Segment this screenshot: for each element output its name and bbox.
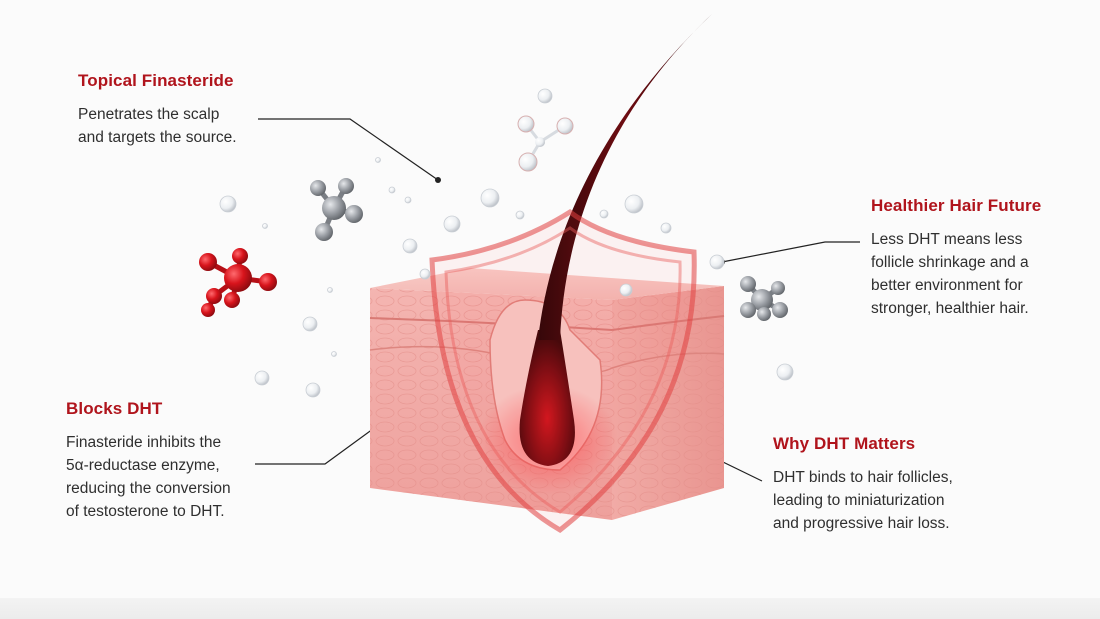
callout-title: Why DHT Matters — [773, 434, 916, 453]
hair-strand — [538, 14, 712, 340]
dht-molecule-gray-left — [310, 178, 363, 241]
callout-title: Topical Finasteride — [78, 71, 234, 90]
callout-title: Healthier Hair Future — [871, 196, 1042, 215]
droplets — [219, 88, 794, 398]
connector-topical — [258, 118, 439, 181]
callout-body: Less DHT means less follicle shrinkage a… — [871, 231, 1029, 317]
hair-follicle — [519, 330, 575, 466]
callout-healthier-hair-future: Healthier Hair Future Less DHT means les… — [871, 196, 1086, 320]
molecule-chain — [517, 115, 574, 172]
floor-shadow — [0, 598, 1100, 619]
connector-healthier — [721, 241, 860, 263]
dht-molecule-gray-right — [740, 276, 788, 321]
callout-why-dht-matters: Why DHT Matters DHT binds to hair follic… — [773, 434, 1013, 535]
callout-title: Blocks DHT — [66, 399, 163, 418]
callout-topical-finasteride: Topical Finasteride Penetrates the scalp… — [78, 71, 318, 149]
dht-molecule-red — [199, 248, 277, 317]
callout-body: Penetrates the scalp and targets the sou… — [78, 106, 237, 146]
callout-body: Finasteride inhibits the 5α-reductase en… — [66, 434, 231, 520]
callout-body: DHT binds to hair follicles, leading to … — [773, 469, 953, 532]
callout-blocks-dht: Blocks DHT Finasteride inhibits the 5α-r… — [66, 399, 306, 523]
